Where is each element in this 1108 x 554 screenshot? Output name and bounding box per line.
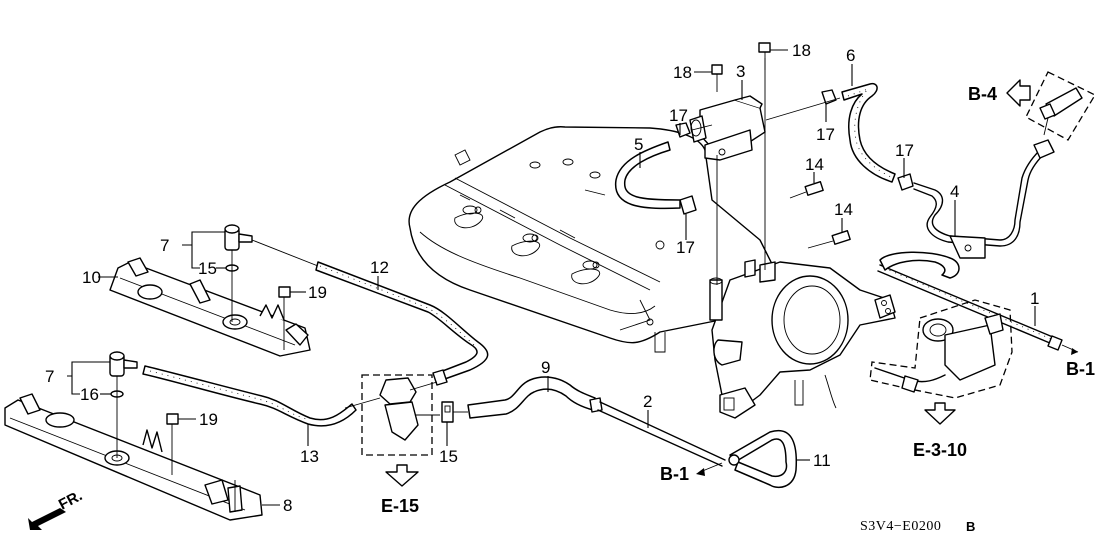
callout-labels: 18 18 3 6 17 17 5 17 17 14 14 4 1 12 7 1…: [45, 41, 1039, 515]
reference-b4[interactable]: B-4: [968, 79, 1031, 107]
callout-15: 15: [198, 259, 217, 278]
reference-b1-right[interactable]: B-1: [1066, 359, 1095, 379]
callout-7: 7: [160, 236, 169, 255]
pipe-2: [597, 401, 726, 476]
diagram-revision: B: [966, 519, 975, 534]
callout-17: 17: [669, 106, 688, 125]
callout-12: 12: [370, 258, 389, 277]
bolt-18-left: [711, 64, 723, 92]
diagram-code-text: S3V4−E0200: [860, 519, 941, 534]
throttle-body: [709, 259, 896, 419]
callout-2: 2: [643, 392, 652, 411]
callout-18: 18: [792, 41, 811, 60]
sensor-14: [789, 181, 851, 249]
clamp-17: [675, 89, 914, 215]
callout-4: 4: [950, 182, 959, 201]
reference-b1-bottom[interactable]: B-1: [660, 464, 689, 484]
callout-16: 15: [439, 447, 458, 466]
bolt-18-right: [758, 42, 771, 70]
bolt-19-upper: [278, 286, 291, 350]
callout-1: 1: [1030, 289, 1039, 308]
check-valve-7-lower: [109, 351, 138, 458]
callout-14: 14: [834, 200, 853, 219]
callout-3: 3: [736, 62, 745, 81]
b4-detail-box: [1025, 71, 1096, 141]
hose-1: [877, 251, 1079, 355]
hose-13: [142, 365, 357, 427]
reference-label: B-1: [660, 464, 689, 484]
arrow-down-icon: [924, 402, 956, 425]
callout-17: 17: [895, 141, 914, 160]
callout-13: 13: [300, 447, 319, 466]
bolt-19-lower: [166, 413, 179, 475]
intake-manifold: [408, 126, 781, 353]
callout-9: 10: [82, 268, 101, 287]
hose-11: [728, 429, 798, 489]
hose-5: [614, 141, 681, 210]
arrow-down-icon: [385, 464, 419, 487]
callout-8: 8: [283, 496, 292, 515]
hose-12: [315, 261, 489, 386]
callout-19: 19: [308, 283, 327, 302]
callout-5: 5: [634, 135, 643, 154]
pipe-4: [913, 139, 1055, 259]
callout-14: 14: [805, 155, 824, 174]
callout-18: 18: [673, 63, 692, 82]
leader-lines: [67, 49, 1036, 506]
front-direction-indicator: FR.: [28, 487, 85, 530]
injector-base-9: [109, 257, 311, 357]
reference-label: B-1: [1066, 359, 1095, 379]
reference-e-3-10[interactable]: E-3-10: [913, 402, 967, 460]
callout-19: 19: [199, 410, 218, 429]
purge-solenoid-valve: [689, 58, 766, 285]
hose-10: [467, 376, 603, 419]
injector-base-8: [4, 393, 263, 521]
reference-label: E-3-10: [913, 440, 967, 460]
front-arrow-icon: [28, 508, 66, 530]
callout-6: 6: [846, 46, 855, 65]
e-3-10-valve-assembly: [869, 299, 1013, 399]
callout-15: 16: [80, 385, 99, 404]
callout-10: 9: [541, 358, 550, 377]
check-valve-7-upper: [224, 224, 319, 322]
callout-17: 17: [816, 125, 835, 144]
callout-11: 11: [813, 451, 831, 470]
reference-label: E-15: [381, 496, 419, 516]
callout-7: 7: [45, 367, 54, 386]
arrow-left-icon: [1006, 79, 1031, 107]
reference-e-15[interactable]: E-15: [381, 464, 419, 516]
hose-6: [841, 82, 896, 183]
callout-17: 17: [676, 238, 695, 257]
diagram-code: S3V4−E0200 B: [860, 519, 975, 534]
reference-label: B-4: [968, 84, 997, 104]
e-15-valve-assembly: [344, 374, 468, 456]
